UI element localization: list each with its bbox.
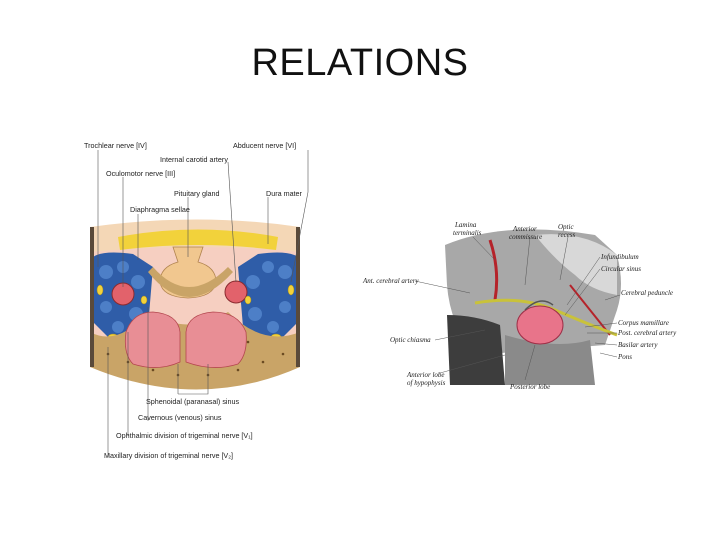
label-anterior-lobe-1: Anterior lobe bbox=[406, 371, 445, 379]
leader-lines bbox=[414, 236, 621, 381]
label-lamina-terminalis-1: Lamina bbox=[454, 221, 477, 229]
label-cavernous-sinus: Cavernous (venous) sinus bbox=[138, 413, 222, 422]
label-diaphragma-sellae: Diaphragma sellae bbox=[130, 205, 190, 214]
cavernous-sinus-diagram: Trochlear nerve [IV] Abducent nerve [VI]… bbox=[84, 141, 309, 460]
hypophysis bbox=[516, 305, 564, 345]
label-sphenoidal-sinus: Sphenoidal (paranasal) sinus bbox=[146, 397, 240, 406]
slide-title: RELATIONS bbox=[251, 42, 469, 84]
leader-lines bbox=[97, 150, 309, 457]
label-maxillary-division: Maxillary division of trigeminal nerve [… bbox=[104, 451, 233, 460]
sphenoidal-sinus-left bbox=[124, 311, 181, 368]
optic-chiasm-region bbox=[118, 229, 278, 250]
label-pons: Pons bbox=[617, 353, 632, 361]
label-ophthalmic-division: Ophthalmic division of trigeminal nerve … bbox=[116, 431, 253, 440]
label-anterior-commissure-1: Anterior bbox=[512, 225, 537, 233]
infundibulum-stalk bbox=[524, 300, 554, 311]
label-internal-carotid-artery: Internal carotid artery bbox=[160, 155, 228, 164]
diencephalon bbox=[535, 234, 617, 295]
posterior-cerebral-artery bbox=[569, 284, 611, 336]
sphenoidal-sinus-right bbox=[185, 311, 247, 368]
label-basilar-artery: Basilar artery bbox=[618, 341, 658, 349]
label-dura-mater: Dura mater bbox=[266, 189, 303, 198]
label-optic-recess-1: Optic bbox=[558, 223, 574, 231]
clivus bbox=[505, 335, 595, 385]
label-anterior-cerebral-artery: Ant. cerebral artery bbox=[362, 277, 419, 285]
hypophysis-sagittal-diagram: Lamina terminalis Anterior commissure Op… bbox=[362, 221, 677, 391]
label-circular-sinus: Circular sinus bbox=[601, 265, 641, 273]
label-lamina-terminalis-2: terminalis bbox=[453, 229, 482, 237]
right-wall bbox=[296, 227, 300, 367]
label-posterior-cerebral-artery: Post. cerebral artery bbox=[617, 329, 677, 337]
label-abducent-nerve: Abducent nerve [VI] bbox=[233, 141, 296, 150]
label-corpus-mamillare: Corpus mamillare bbox=[618, 319, 669, 327]
anterior-cerebral-artery bbox=[488, 239, 499, 301]
label-posterior-lobe: Posterior lobe bbox=[509, 383, 550, 391]
label-infundibulum: Infundibulum bbox=[600, 253, 639, 261]
label-optic-chiasma: Optic chiasma bbox=[390, 336, 431, 344]
internal-carotid-right bbox=[224, 280, 248, 304]
sphenoid-dark bbox=[447, 315, 505, 385]
label-anterior-lobe-2: of hypophysis bbox=[407, 379, 446, 387]
label-oculomotor-nerve: Oculomotor nerve [III] bbox=[106, 169, 175, 178]
label-optic-recess-2: recess bbox=[558, 231, 576, 239]
left-wall bbox=[90, 227, 94, 367]
label-cerebral-peduncle: Cerebral peduncle bbox=[621, 289, 673, 297]
sinus-trabeculae bbox=[99, 261, 292, 333]
label-pituitary-gland: Pituitary gland bbox=[174, 189, 220, 198]
label-trochlear-nerve: Trochlear nerve [IV] bbox=[84, 141, 147, 150]
label-anterior-commissure-2: commissure bbox=[509, 233, 542, 241]
sella-floor bbox=[148, 267, 233, 297]
